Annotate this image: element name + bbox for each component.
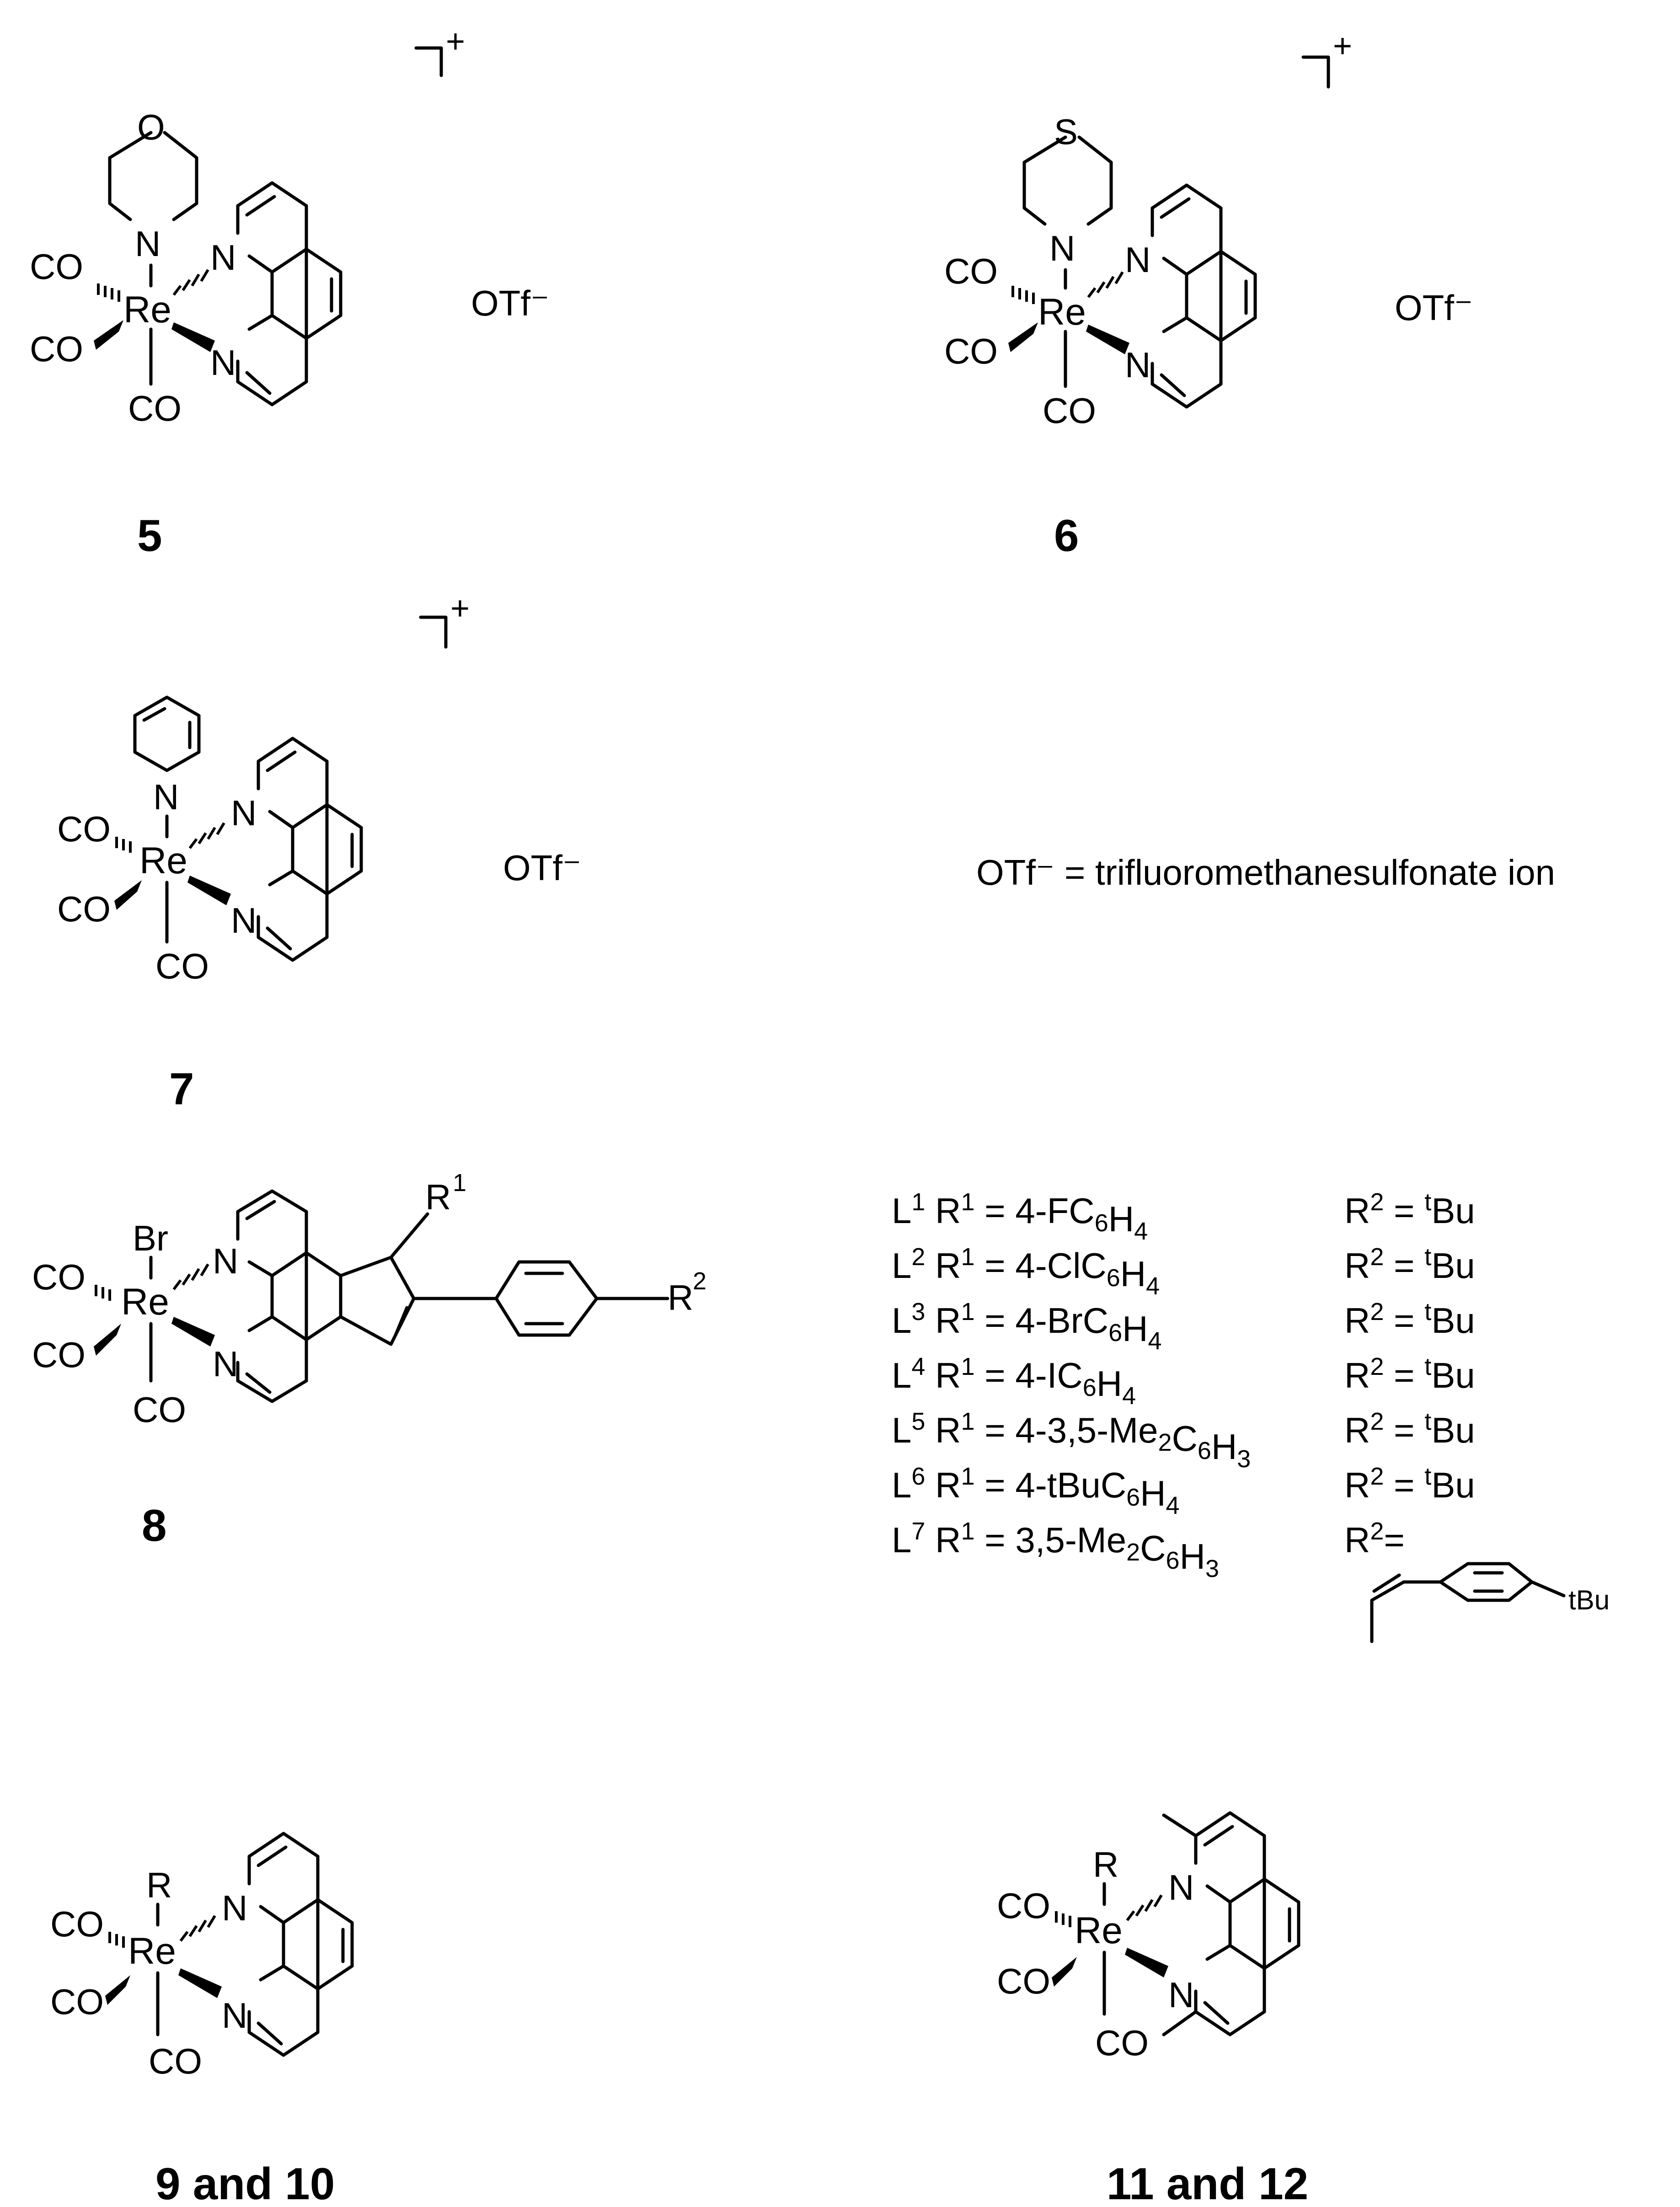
- ligand-row-left: L5 R1 = 4-3,5-Me2C6H3: [892, 1408, 1251, 1473]
- ligand-r: R: [146, 1865, 172, 1905]
- ligand-row-right: R2 = tBu: [1344, 1463, 1475, 1505]
- compound-6: + S N Re CO CO CO N N OTf⁻ 6: [944, 28, 1473, 561]
- charge-plus: +: [1333, 28, 1352, 64]
- otf-definition: OTf⁻ = trifluoromethanesulfonate ion: [976, 852, 1555, 892]
- ligand-bromide: Br: [133, 1218, 168, 1258]
- compound-number: 9 and 10: [155, 2159, 335, 2207]
- ligand-co: CO: [128, 388, 182, 428]
- compound-number: 7: [169, 1063, 194, 1114]
- atom-oxygen: O: [137, 107, 165, 147]
- ligand-row-left: L2 R1 = 4-ClC6H4: [892, 1243, 1160, 1300]
- ligand-co: CO: [155, 946, 209, 986]
- atom-nitrogen: N: [153, 777, 179, 817]
- ligand-row-left: L1 R1 = 4-FC6H4: [892, 1188, 1148, 1245]
- substituent-r2-superscript: 2: [693, 1267, 706, 1295]
- ligand-co: CO: [57, 809, 111, 849]
- compound-number: 5: [137, 510, 162, 561]
- atom-nitrogen: N: [210, 237, 236, 278]
- ligand-co: CO: [50, 1904, 104, 1944]
- ligand-row-right: R2 = tBu: [1344, 1408, 1475, 1450]
- atom-nitrogen: N: [222, 1888, 247, 1928]
- ligand-co: CO: [944, 331, 998, 371]
- atom-nitrogen: N: [135, 224, 161, 264]
- compound-7: + N Re CO CO CO N N OTf⁻ 7: [57, 590, 581, 1114]
- atom-nitrogen: N: [1125, 240, 1150, 280]
- tbu-label: tBu: [1568, 1585, 1610, 1615]
- ligand-row-right: R2 = tBu: [1344, 1243, 1475, 1286]
- counterion-otf: OTf⁻: [503, 848, 581, 888]
- atom-rhenium: Re: [128, 1930, 176, 1972]
- ligand-row-left: L3 R1 = 4-BrC6H4: [892, 1298, 1162, 1355]
- ligand-co: CO: [32, 1257, 86, 1297]
- charge-plus: +: [446, 23, 465, 60]
- atom-rhenium: Re: [121, 1281, 169, 1323]
- compound-11-12: R Re CO CO CO N N 11 and 12: [997, 1811, 1308, 2207]
- atom-nitrogen: N: [231, 900, 257, 941]
- compound-9-10: R Re CO CO CO N N 9 and 10: [50, 1832, 354, 2207]
- compound-number: 11 and 12: [1107, 2159, 1308, 2207]
- atom-nitrogen: N: [231, 793, 257, 833]
- ligand-co: CO: [944, 251, 998, 291]
- counterion-otf: OTf⁻: [1395, 288, 1473, 328]
- counterion-otf: OTf⁻: [471, 283, 549, 323]
- ligand-row-right: R2 = tBu: [1344, 1188, 1475, 1231]
- atom-nitrogen: N: [1049, 228, 1075, 268]
- ligand-co: CO: [133, 1389, 186, 1430]
- substituent-r1-superscript: 1: [453, 1169, 466, 1197]
- ligand-row-right: R2 = tBu: [1344, 1353, 1475, 1395]
- atom-sulfur: S: [1054, 112, 1078, 152]
- atom-nitrogen: N: [1168, 1975, 1194, 2015]
- ligand-co: CO: [30, 246, 83, 287]
- atom-nitrogen: N: [213, 1241, 238, 1281]
- charge-plus: +: [450, 590, 470, 627]
- substituent-r1: R: [425, 1177, 451, 1217]
- atom-rhenium: Re: [123, 289, 171, 331]
- ligand-co: CO: [997, 1886, 1050, 1926]
- compound-5: + O N Re CO CO CO N N OTf⁻ 5: [30, 23, 549, 561]
- ligand-co: CO: [50, 1982, 104, 2022]
- ligand-co: CO: [997, 1961, 1050, 2001]
- atom-rhenium: Re: [1075, 1910, 1123, 1951]
- ligand-row-left: L4 R1 = 4-IC6H4: [892, 1353, 1136, 1410]
- atom-rhenium: Re: [139, 840, 187, 882]
- atom-nitrogen: N: [213, 1344, 238, 1384]
- atom-nitrogen: N: [1168, 1867, 1194, 1908]
- ligand-row-right: R2 = tBu: [1344, 1298, 1475, 1341]
- ligand-row-left: L6 R1 = 4-tBuC6H4: [892, 1463, 1180, 1519]
- ligand-row-right: R2=: [1344, 1518, 1405, 1560]
- ligand-co: CO: [149, 2041, 202, 2081]
- ligand-co: CO: [1095, 2023, 1149, 2063]
- atom-nitrogen: N: [1125, 345, 1150, 385]
- ligand-row-left: L7 R1 = 3,5-Me2C6H3: [892, 1518, 1219, 1582]
- atom-nitrogen: N: [222, 1995, 247, 2036]
- ligand-co: CO: [32, 1335, 86, 1375]
- ligand-co: CO: [1043, 390, 1096, 431]
- ligand-co: CO: [57, 889, 111, 929]
- compound-number: 6: [1054, 510, 1079, 561]
- ligand-co: CO: [30, 329, 83, 369]
- ligand-r: R: [1093, 1844, 1118, 1885]
- compound-number: 8: [142, 1500, 167, 1550]
- substituent-r2: R: [668, 1277, 693, 1318]
- atom-rhenium: Re: [1038, 291, 1086, 333]
- l7-r2-structure: tBu: [1370, 1562, 1610, 1643]
- atom-nitrogen: N: [210, 342, 236, 383]
- compound-8: Br Re CO CO CO N N R 1: [32, 1169, 706, 1550]
